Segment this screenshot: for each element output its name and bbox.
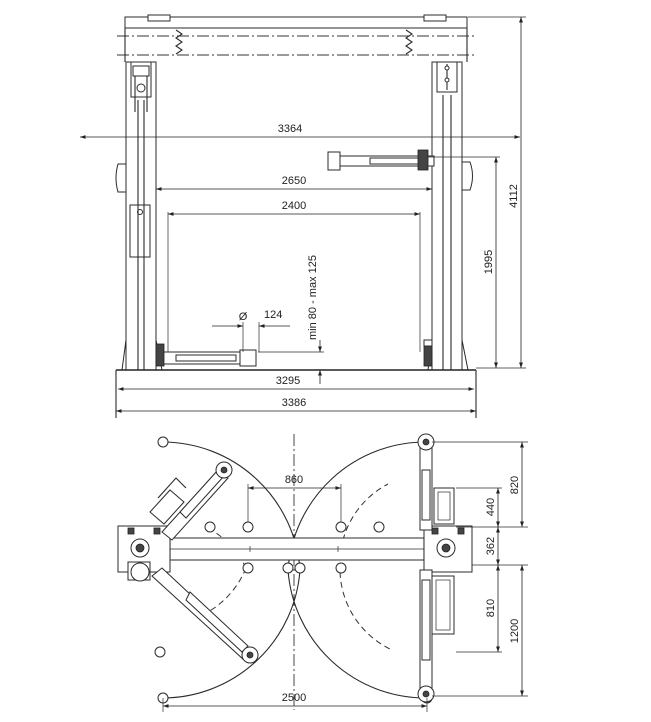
dim-3295: 3295 <box>276 375 300 387</box>
dim-3364: 3364 <box>278 123 302 135</box>
dim-440: 440 <box>485 498 497 516</box>
lower-left-arm <box>155 343 257 367</box>
motor-unit <box>127 561 151 582</box>
dim-124: 124 <box>264 309 282 321</box>
top-view: 860 440 820 362 810 1200 2500 <box>117 433 528 712</box>
dim-820: 820 <box>509 476 521 494</box>
dim-4112: 4112 <box>508 184 520 208</box>
pad-height-label: min 80 - max 125 <box>307 255 319 340</box>
dim-860: 860 <box>285 474 303 486</box>
left-lower-arm <box>151 567 259 664</box>
top-crossbeam <box>117 14 477 62</box>
top-view-beam <box>117 525 473 573</box>
right-upper-arm <box>417 433 455 531</box>
left-column <box>115 61 163 371</box>
dim-2650: 2650 <box>282 175 306 187</box>
dim-810: 810 <box>485 599 497 617</box>
diameter-symbol: Ø <box>239 311 248 323</box>
dim-362: 362 <box>485 537 497 555</box>
dim-1995: 1995 <box>483 250 495 274</box>
dim-1200: 1200 <box>509 619 521 643</box>
upper-right-arm <box>327 149 435 171</box>
right-lower-arm <box>417 569 455 703</box>
left-upper-arm <box>149 461 233 541</box>
front-view: 3364 2650 2400 Ø 124 min 80 - max 125 32… <box>80 14 526 418</box>
right-column <box>427 61 473 371</box>
dim-3386: 3386 <box>282 397 306 409</box>
dim-2400: 2400 <box>282 200 306 212</box>
lower-right-arm <box>423 339 433 367</box>
dim-2500: 2500 <box>282 692 306 704</box>
